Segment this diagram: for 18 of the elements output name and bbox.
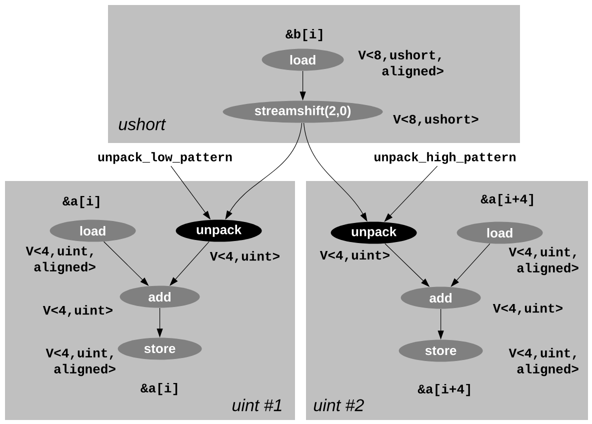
type-label: V<4,uint, aligned> <box>46 348 116 376</box>
type-label: &a[i+4] <box>418 384 470 396</box>
pattern-label: unpack_high_pattern <box>374 152 516 164</box>
type-label: &a[i+4] <box>480 194 533 206</box>
type-label: V<8,ushort, aligned> <box>358 50 444 78</box>
type-label: V<4,uint> <box>42 305 112 317</box>
type-label: &b[i] <box>286 28 322 42</box>
type-label: &a[i] <box>62 196 100 208</box>
type-label: V<4,uint, aligned> <box>26 246 96 274</box>
type-label: V<8,ushort> <box>393 114 478 126</box>
pattern-label: unpack_low_pattern <box>98 152 232 164</box>
type-label: V<4,uint, aligned> <box>508 246 578 276</box>
type-label: V<4,uint, aligned> <box>508 348 578 376</box>
type-label: &a[i] <box>140 382 178 396</box>
type-label: V<4,uint> <box>492 303 562 315</box>
type-label: V<4,uint> <box>210 251 280 263</box>
type-label: V<4,uint> <box>320 250 390 262</box>
arrow <box>170 241 210 286</box>
